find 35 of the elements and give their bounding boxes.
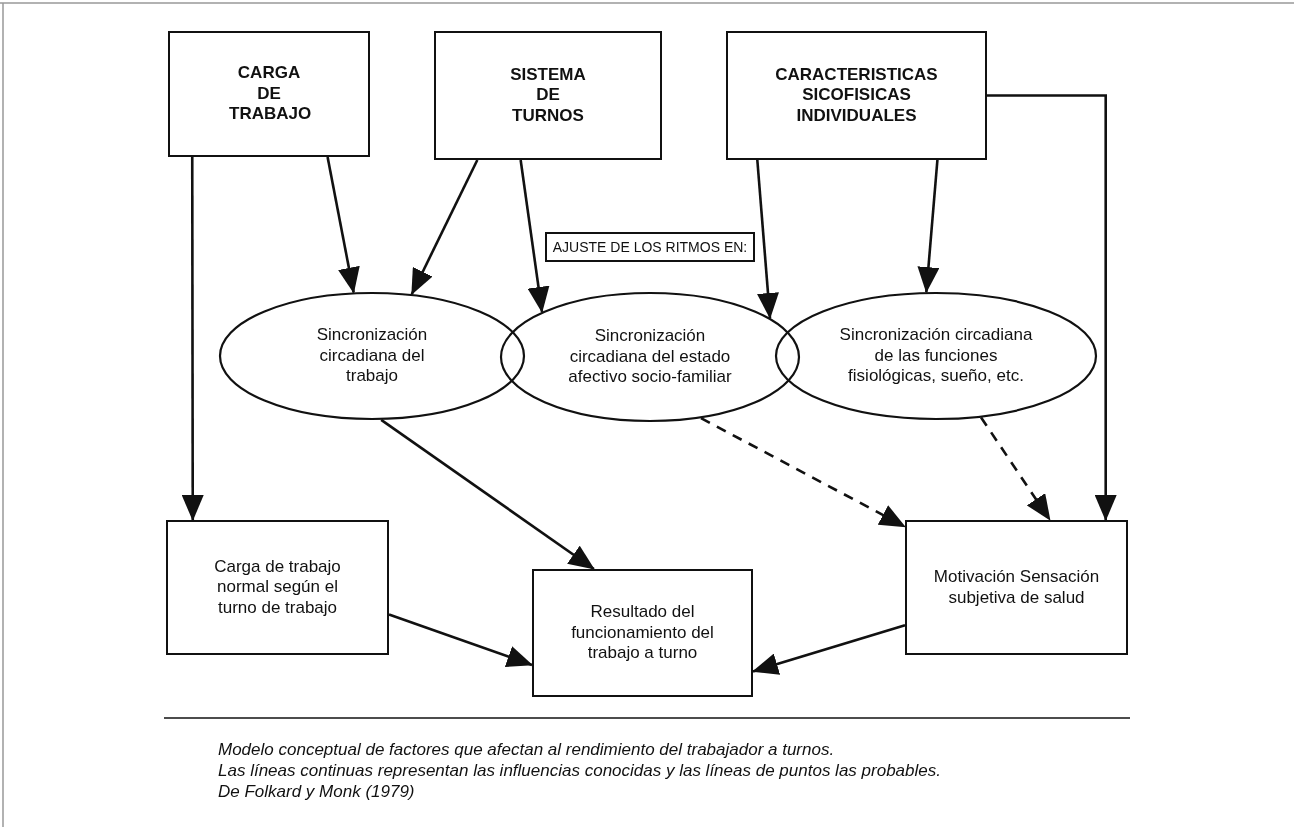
node-label: Carga de trabajo normal según el turno de trabajo (213, 556, 342, 619)
factor-box (434, 31, 662, 160)
arrow (980, 416, 1052, 521)
arrow (756, 159, 779, 319)
arrow (410, 159, 479, 296)
node-label: Motivación Sensación subjetiva de salud (932, 567, 1101, 608)
process-box (905, 520, 1128, 655)
factor-box (726, 31, 987, 160)
arrow (380, 418, 595, 571)
node-label: CARACTERISTICAS SICOFISICAS INDIVIDUALES (774, 64, 939, 127)
process-box (532, 569, 753, 697)
node-label: Sincronización circadiana del estado afectivo socio-familiar (567, 326, 733, 388)
heading-box (545, 232, 755, 262)
node-label: Resultado del funcionamiento del trabajo a turno (570, 602, 715, 664)
arrow (326, 156, 360, 294)
note-text: Las líneas continuas representan las influencias conocidas y las líneas de puntos las probables. (218, 761, 941, 781)
arrow (519, 159, 550, 313)
node-label: AJUSTE DE LOS RITMOS EN: (552, 238, 748, 256)
ellipse-node (775, 292, 1097, 420)
caption: Modelo conceptual de factores que afectan al rendimiento del trabajador a turnos. (218, 740, 835, 760)
node-label: Sincronización circadiana de las funciones fisiológicas, sueño, etc. (838, 325, 1034, 387)
arrow (987, 94, 1117, 521)
process-box (166, 520, 389, 655)
arrow (917, 159, 940, 294)
note-text: De Folkard y Monk (1979) (218, 782, 415, 802)
node-label: SISTEMA DE TURNOS (509, 64, 587, 127)
ellipse-node (500, 292, 800, 422)
arrow (752, 624, 906, 675)
arrow (700, 417, 906, 528)
arrow (388, 613, 533, 668)
ellipse-node (219, 292, 525, 420)
node-label: Sincronización circadiana del trabajo (315, 325, 429, 387)
arrow (181, 157, 204, 521)
factor-box (168, 31, 370, 157)
node-label: CARGA DE TRABAJO (229, 63, 309, 125)
